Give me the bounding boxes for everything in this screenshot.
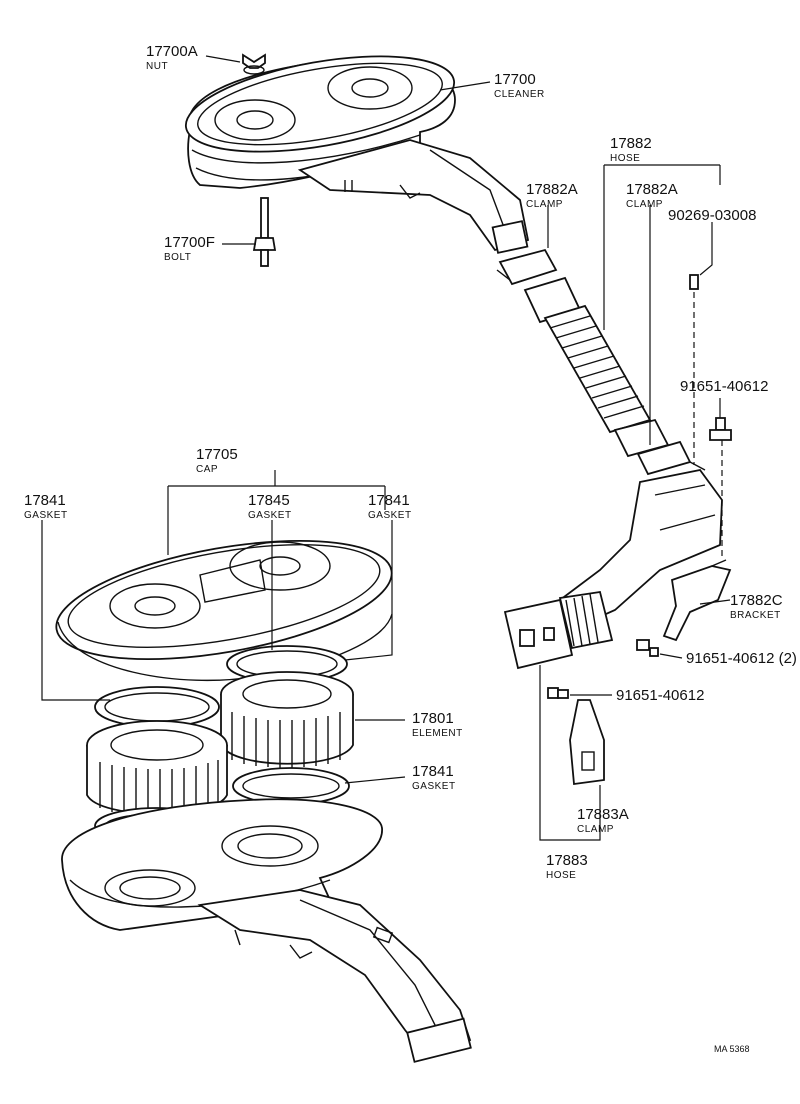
- svg-text:17700: 17700: [494, 71, 536, 88]
- svg-text:17845: 17845: [248, 492, 290, 509]
- wing-nut-icon: [242, 53, 266, 75]
- svg-text:GASKET: GASKET: [248, 510, 292, 521]
- leader-lines: [41, 55, 731, 841]
- label-17882: 17882 HOSE: [610, 135, 652, 164]
- svg-text:CAP: CAP: [196, 464, 218, 475]
- svg-text:17841: 17841: [368, 492, 410, 509]
- svg-text:17882A: 17882A: [626, 181, 678, 198]
- label-17882a-right: 17882A CLAMP: [626, 181, 678, 210]
- svg-text:CLAMP: CLAMP: [626, 199, 663, 210]
- label-17883: 17883 HOSE: [546, 852, 588, 881]
- label-17845: 17845 GASKET: [248, 492, 292, 521]
- cap-17705-illustration: [55, 539, 393, 682]
- label-90269: 90269-03008: [668, 207, 756, 224]
- svg-text:HOSE: HOSE: [546, 870, 576, 881]
- svg-text:GASKET: GASKET: [24, 510, 68, 521]
- label-91651-top: 91651-40612: [680, 378, 768, 395]
- svg-text:17883: 17883: [546, 852, 588, 869]
- svg-text:17883A: 17883A: [577, 806, 629, 823]
- label-91651-lower: 91651-40612: [616, 687, 704, 704]
- svg-text:BRACKET: BRACKET: [730, 610, 781, 621]
- label-17700f: 17700F BOLT: [164, 234, 215, 263]
- label-17882c: 17882C BRACKET: [730, 592, 783, 621]
- svg-text:CLAMP: CLAMP: [526, 199, 563, 210]
- bolt-91651-icon: [709, 417, 732, 441]
- hose-17882-illustration: [496, 248, 706, 476]
- label-91651-2: 91651-40612 (2): [686, 650, 797, 667]
- svg-text:17882C: 17882C: [730, 592, 783, 609]
- svg-text:17705: 17705: [196, 446, 238, 463]
- diagram-reference: MA 5368: [714, 1044, 750, 1054]
- svg-text:GASKET: GASKET: [412, 781, 456, 792]
- label-17841-right: 17841 GASKET: [368, 492, 412, 521]
- svg-text:BOLT: BOLT: [164, 252, 191, 263]
- svg-text:91651-40612: 91651-40612: [680, 378, 768, 395]
- label-17705: 17705 CAP: [196, 446, 238, 475]
- label-17700: 17700 CLEANER: [494, 71, 545, 100]
- svg-text:17801: 17801: [412, 710, 454, 727]
- svg-text:CLAMP: CLAMP: [577, 824, 614, 835]
- svg-text:91651-40612 (2): 91651-40612 (2): [686, 650, 797, 667]
- svg-text:17841: 17841: [24, 492, 66, 509]
- svg-text:17700A: 17700A: [146, 43, 198, 60]
- svg-text:CLEANER: CLEANER: [494, 89, 545, 100]
- svg-text:90269-03008: 90269-03008: [668, 207, 756, 224]
- svg-text:91651-40612: 91651-40612: [616, 687, 704, 704]
- label-17883a: 17883A CLAMP: [577, 806, 629, 835]
- bolt-icon: [252, 197, 277, 267]
- svg-text:ELEMENT: ELEMENT: [412, 728, 463, 739]
- svg-text:HOSE: HOSE: [610, 153, 640, 164]
- svg-text:17841: 17841: [412, 763, 454, 780]
- label-17801: 17801 ELEMENT: [412, 710, 463, 739]
- label-17841-left: 17841 GASKET: [24, 492, 68, 521]
- inlet-duct-illustration: [503, 469, 732, 786]
- air-cleaner-assembly-illustration: [184, 55, 530, 254]
- label-17700a: 17700A NUT: [146, 43, 198, 72]
- svg-text:GASKET: GASKET: [368, 510, 412, 521]
- svg-text:17882A: 17882A: [526, 181, 578, 198]
- svg-text:17700F: 17700F: [164, 234, 215, 251]
- svg-text:NUT: NUT: [146, 61, 168, 72]
- label-17841-lower: 17841 GASKET: [412, 763, 456, 792]
- svg-text:17882: 17882: [610, 135, 652, 152]
- lower-body-illustration: [61, 798, 472, 1063]
- label-17882a-left: 17882A CLAMP: [526, 181, 578, 210]
- clip-screw-icon: [689, 274, 699, 290]
